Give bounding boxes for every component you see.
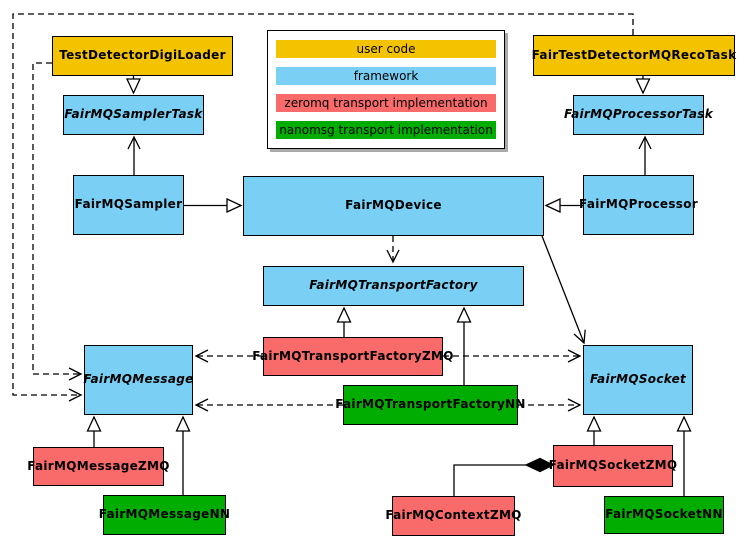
- class-box-fairmqsampler: FairMQSampler: [73, 175, 184, 235]
- class-box-fairmqprocessor: FairMQProcessor: [579, 175, 698, 235]
- legend-label: user code: [356, 42, 416, 56]
- class-label: FairMQContextZMQ: [385, 508, 522, 523]
- class-box-fairmqdevice: FairMQDevice: [243, 176, 544, 236]
- class-box-fairmqtransportfactoryzmq: FairMQTransportFactoryZMQ: [252, 337, 453, 376]
- class-box-fairmqmessagenn: FairMQMessageNN: [99, 495, 230, 535]
- class-label: FairMQMessageNN: [98, 507, 231, 522]
- edge-digiloader-message: [32, 62, 83, 381]
- class-label: FairTestDetectorMQRecoTask: [531, 47, 737, 62]
- class-label: TestDetectorDigiLoader: [59, 48, 226, 63]
- class-label: FairMQTransportFactoryZMQ: [252, 348, 454, 363]
- edge-device-socket: [541, 235, 586, 345]
- class-box-testdetectordigiloader: TestDetectorDigiLoader: [52, 36, 233, 76]
- class-label: FairMQSamplerTask: [64, 107, 203, 122]
- class-label: FairMQDevice: [345, 198, 442, 213]
- edge-recotask-message: [12, 13, 634, 402]
- legend-label: zeromq transport implementation: [284, 96, 488, 110]
- class-label: FairMQTransportFactoryNN: [335, 397, 526, 412]
- class-label: FairMQSocketZMQ: [548, 458, 678, 473]
- class-box-fairmqprocessortask: FairMQProcessorTask: [564, 95, 713, 135]
- class-box-fairmqsocketnn: FairMQSocketNN: [604, 496, 724, 534]
- class-label: FairMQProcessorTask: [563, 107, 714, 122]
- class-label: FairMQTransportFactory: [309, 278, 478, 293]
- class-box-fairmqsocketzmq: FairMQSocketZMQ: [549, 445, 677, 487]
- legend-item-nanomsg: nanomsg transport implementation: [276, 121, 496, 139]
- class-label: FairMQProcessor: [579, 197, 698, 212]
- class-box-fairmqmessage: FairMQMessage: [83, 345, 194, 415]
- legend-label: framework: [353, 69, 419, 83]
- class-box-fairmqsocket: FairMQSocket: [583, 345, 693, 415]
- class-label: FairMQSampler: [74, 197, 183, 212]
- class-box-fairmqcontextzmq: FairMQContextZMQ: [385, 496, 521, 536]
- class-box-fairmqtransportfactorynn: FairMQTransportFactoryNN: [335, 385, 525, 425]
- legend-item-user-code: user code: [276, 40, 496, 58]
- class-label: FairMQMessageZMQ: [27, 458, 170, 473]
- class-label: FairMQMessage: [83, 372, 194, 387]
- class-box-fairmqmessagezmq: FairMQMessageZMQ: [27, 447, 170, 486]
- legend-item-framework: framework: [276, 67, 496, 85]
- class-box-fairtestdetectormqrecotask: FairTestDetectorMQRecoTask: [531, 35, 737, 76]
- legend: user code framework zeromq transport imp…: [267, 30, 505, 149]
- legend-item-zeromq: zeromq transport implementation: [276, 94, 496, 112]
- edge-contextzmq-socketzmq: [453, 464, 526, 496]
- class-box-fairmqtransportfactory: FairMQTransportFactory: [263, 266, 524, 306]
- class-box-fairmqsamplertask: FairMQSamplerTask: [63, 95, 204, 135]
- legend-label: nanomsg transport implementation: [279, 123, 493, 137]
- class-label: FairMQSocket: [589, 372, 687, 387]
- class-label: FairMQSocketNN: [605, 507, 723, 522]
